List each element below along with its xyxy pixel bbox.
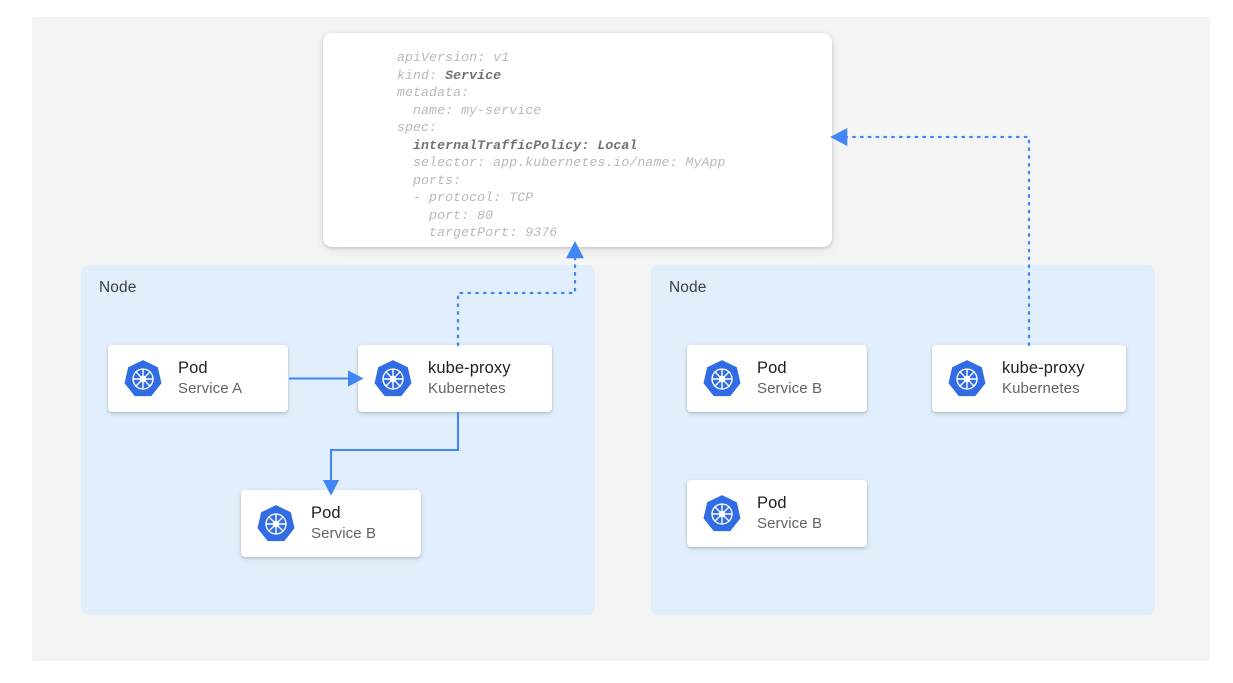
- pod-card-text: Pod Service A: [178, 358, 242, 399]
- service-manifest-card: apiVersion: v1 kind: Service metadata: nam…: [323, 33, 832, 247]
- node-panel-left: Node: [81, 265, 595, 615]
- pod-card-text: Pod Service B: [757, 358, 822, 399]
- manifest-line: targetPort: 9376: [397, 225, 558, 240]
- node-panel-right: Node: [651, 265, 1155, 615]
- resource-subtitle: Kubernetes: [1002, 380, 1080, 397]
- manifest-line: ports:: [397, 172, 462, 188]
- kubernetes-icon: [701, 493, 743, 535]
- kubernetes-icon: [701, 358, 743, 400]
- pod-card-service-b-right-top[interactable]: Pod Service B: [687, 345, 867, 412]
- resource-subtitle: Service B: [311, 525, 377, 542]
- resource-title: Pod: [178, 359, 208, 377]
- pod-card-service-b-right-bottom[interactable]: Pod Service B: [687, 480, 867, 547]
- manifest-line: internalTrafficPolicy: Local: [397, 137, 726, 155]
- node-label: Node: [99, 279, 137, 296]
- service-manifest-text: apiVersion: v1 kind: Service metadata: nam…: [397, 49, 726, 242]
- manifest-line: selector: app.kubernetes.io/name: MyApp: [397, 155, 726, 170]
- manifest-line-emphasis: internalTrafficPolicy: Local: [413, 137, 638, 153]
- manifest-line: apiVersion: v1: [397, 50, 510, 65]
- pod-card-service-b-left[interactable]: Pod Service B: [241, 490, 421, 557]
- kubernetes-icon: [255, 503, 297, 545]
- kubernetes-icon: [122, 358, 164, 400]
- resource-subtitle: Service B: [757, 380, 823, 397]
- resource-title: Pod: [311, 504, 341, 522]
- manifest-line-emphasis: Service: [445, 67, 502, 83]
- manifest-line: spec:: [397, 120, 438, 135]
- kube-proxy-card-text: kube-proxy Kubernetes: [428, 358, 511, 399]
- resource-title: kube-proxy: [1002, 359, 1085, 377]
- node-label: Node: [669, 279, 707, 296]
- manifest-line: kind: Service: [397, 67, 502, 83]
- kube-proxy-card-right[interactable]: kube-proxy Kubernetes: [932, 345, 1126, 412]
- kubernetes-icon: [946, 358, 988, 400]
- resource-subtitle: Service B: [757, 515, 823, 532]
- pod-card-text: Pod Service B: [311, 503, 376, 544]
- resource-title: Pod: [757, 494, 787, 512]
- manifest-line: metadata:: [397, 85, 470, 100]
- manifest-line: name: my-service: [397, 102, 542, 118]
- pod-card-text: Pod Service B: [757, 493, 822, 534]
- resource-subtitle: Service A: [178, 380, 243, 397]
- kube-proxy-card-left[interactable]: kube-proxy Kubernetes: [358, 345, 552, 412]
- pod-card-service-a[interactable]: Pod Service A: [108, 345, 288, 412]
- manifest-line: port: 80: [397, 207, 494, 223]
- kube-proxy-card-text: kube-proxy Kubernetes: [1002, 358, 1085, 399]
- resource-title: kube-proxy: [428, 359, 511, 377]
- resource-subtitle: Kubernetes: [428, 380, 506, 397]
- kubernetes-icon: [372, 358, 414, 400]
- manifest-line: - protocol: TCP: [397, 190, 534, 205]
- resource-title: Pod: [757, 359, 787, 377]
